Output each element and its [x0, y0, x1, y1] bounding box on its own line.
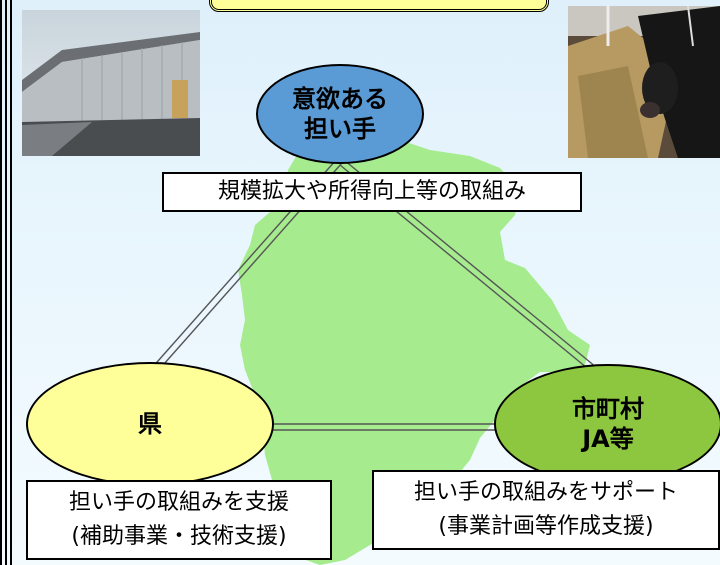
- node-right-line1: 市町村: [572, 395, 644, 423]
- node-top-line2: 担い手: [304, 115, 376, 143]
- caption-right-line2: (事業計画等作成支援): [438, 514, 654, 539]
- caption-prefecture-support: 担い手の取組みを支援 (補助事業・技術支援): [26, 480, 332, 560]
- caption-farmer-efforts: 規模拡大や所得向上等の取組み: [162, 172, 582, 212]
- cow-photo: [568, 6, 720, 158]
- node-motivated-farmer: 意欲ある 担い手: [256, 64, 424, 164]
- left-border: [0, 0, 12, 565]
- node-left-label: 県: [138, 410, 162, 438]
- barn-photo: [22, 10, 200, 156]
- title-banner: [209, 0, 549, 12]
- node-top-line1: 意欲ある: [292, 85, 388, 113]
- caption-right-line1: 担い手の取組みをサポート: [413, 480, 678, 505]
- caption-left-line2: (補助事業・技術支援): [71, 524, 287, 549]
- node-municipality-ja: 市町村 JA等: [494, 364, 720, 484]
- node-prefecture: 県: [26, 362, 274, 486]
- caption-top-text: 規模拡大や所得向上等の取組み: [217, 179, 526, 204]
- caption-municipality-support: 担い手の取組みをサポート (事業計画等作成支援): [372, 470, 720, 550]
- caption-left-line1: 担い手の取組みを支援: [68, 490, 289, 515]
- node-right-line2: JA等: [582, 425, 634, 453]
